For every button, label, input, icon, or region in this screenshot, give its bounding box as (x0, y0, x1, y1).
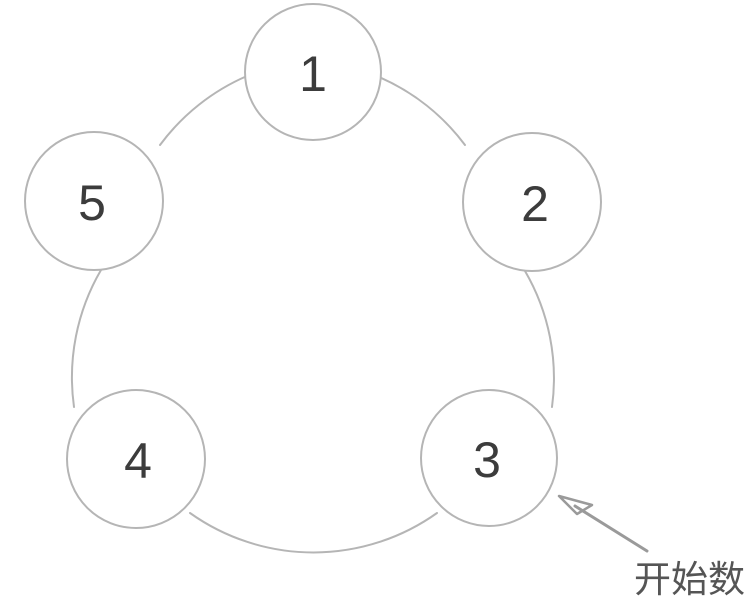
edge-2-3 (524, 270, 555, 408)
node-1-circle[interactable] (244, 3, 382, 141)
node-1-label: 1 (299, 46, 327, 102)
node-4-label: 4 (124, 433, 152, 489)
edge-group (71, 75, 555, 554)
edge-3-4 (189, 512, 438, 554)
arrow-head-icon (557, 494, 594, 516)
node-4[interactable]: 4 (66, 389, 206, 529)
node-1[interactable]: 1 (244, 3, 382, 141)
arrow-shaft (573, 504, 649, 553)
edge-1-2 (378, 76, 466, 146)
node-2[interactable]: 2 (462, 132, 602, 272)
edge-5-1 (159, 75, 248, 146)
node-2-circle[interactable] (462, 132, 602, 272)
annotation-arrow (557, 494, 649, 553)
node-2-label: 2 (521, 176, 549, 232)
node-5-label: 5 (78, 175, 106, 231)
node-5-circle[interactable] (24, 131, 164, 271)
annotation-label: 开始数 (634, 558, 745, 601)
node-group: 1 2 3 4 5 (24, 3, 602, 529)
node-3[interactable]: 3 (420, 389, 558, 527)
edge-4-5 (71, 269, 102, 408)
node-4-circle[interactable] (66, 389, 206, 529)
node-5[interactable]: 5 (24, 131, 164, 271)
node-3-circle[interactable] (420, 389, 558, 527)
node-3-label: 3 (473, 432, 501, 488)
